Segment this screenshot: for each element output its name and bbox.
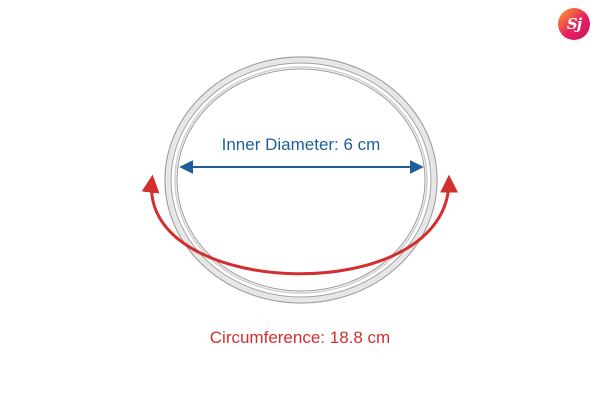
diameter-label: Inner Diameter: 6 cm: [222, 135, 381, 154]
ring-shape: [164, 56, 438, 304]
brand-logo-text: Sj: [566, 15, 582, 33]
circumference-arrow: [141, 174, 459, 276]
circumference-label: Circumference: 18.8 cm: [210, 328, 390, 347]
brand-logo-icon: Sj: [558, 8, 590, 40]
